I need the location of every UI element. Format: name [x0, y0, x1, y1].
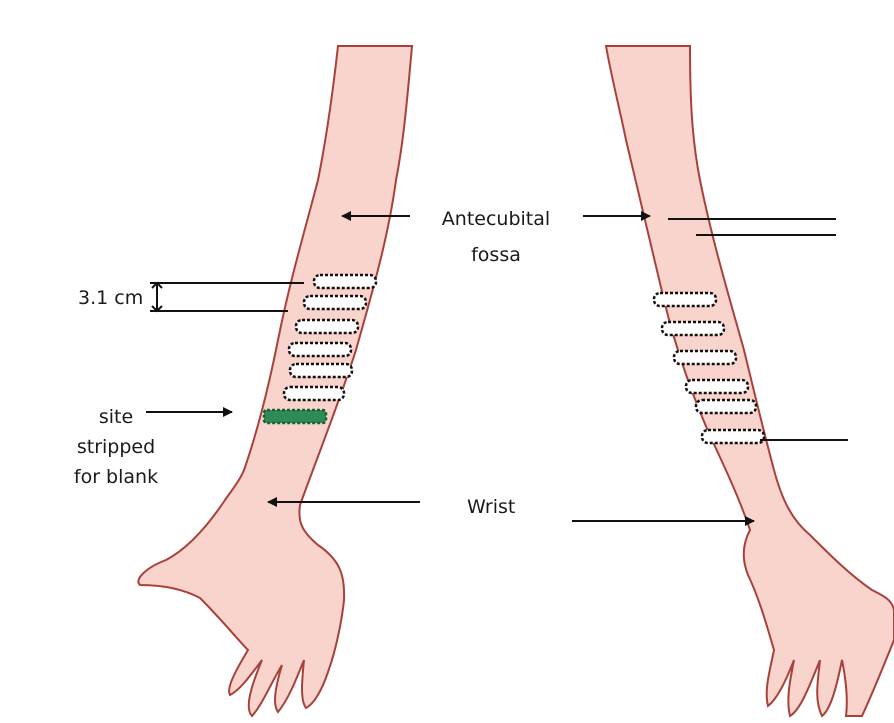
right-arm-skin: [606, 46, 894, 716]
left-arm: [138, 46, 412, 716]
test-site: [696, 400, 756, 413]
site-label-line2: stripped: [60, 432, 172, 462]
test-site: [304, 296, 366, 309]
left-arm-skin: [138, 46, 412, 716]
site-label: site stripped for blank: [60, 402, 172, 492]
antecubital-label: Antecubital fossa: [428, 206, 564, 268]
wrist-label: Wrist: [467, 494, 515, 520]
test-site: [289, 343, 351, 356]
measurement-label: 3.1 cm: [78, 285, 143, 311]
right-arm: [606, 46, 894, 716]
site-label-line3: for blank: [60, 462, 172, 492]
test-site: [314, 275, 376, 288]
site-label-line1: site: [60, 402, 172, 432]
test-site: [296, 320, 358, 333]
test-site: [284, 387, 344, 400]
test-site: [662, 322, 724, 335]
antecubital-label-line1: Antecubital: [428, 206, 564, 232]
blank-site: [264, 410, 326, 423]
test-site: [686, 380, 748, 393]
test-site: [674, 351, 736, 364]
antecubital-label-line2: fossa: [428, 242, 564, 268]
test-site: [654, 293, 716, 306]
test-site: [702, 430, 764, 443]
test-site: [290, 364, 352, 377]
